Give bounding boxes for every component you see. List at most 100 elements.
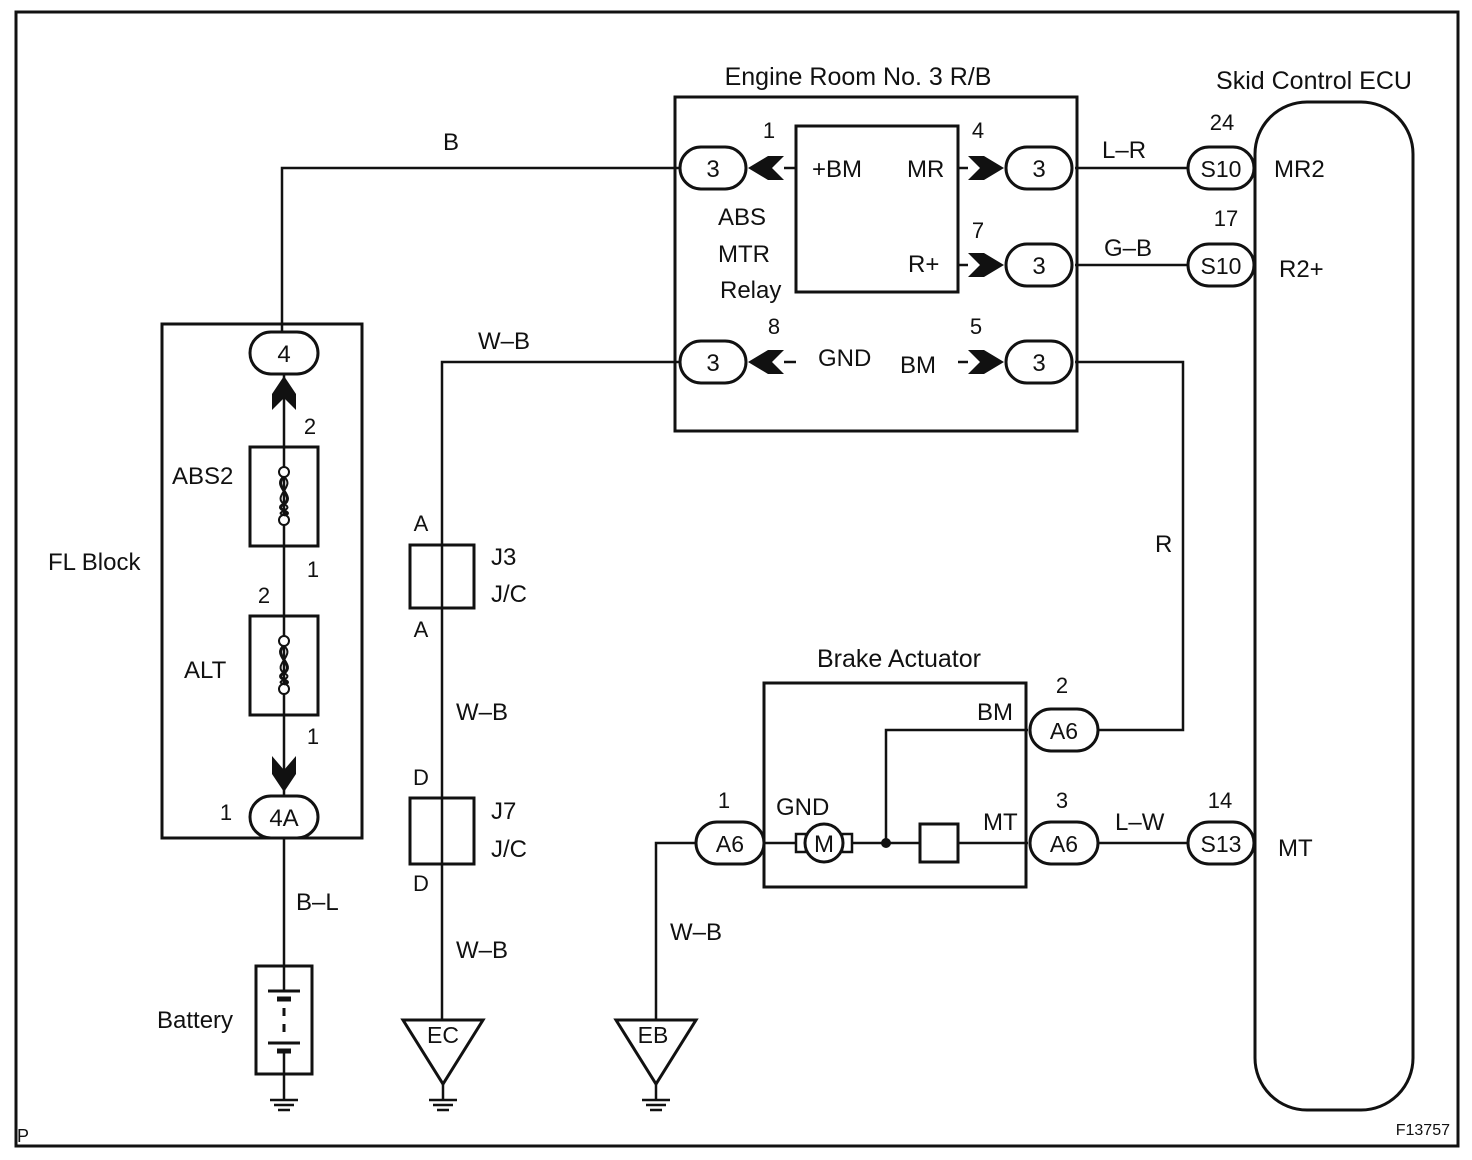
actuator-terminal-label: GND xyxy=(776,794,829,821)
fl-connector-4 xyxy=(248,330,320,376)
arrow-right-icon xyxy=(968,156,1004,180)
fl-block: FL Block 4 4A 1 ABS2 2 1 ALT 2 1 xyxy=(48,322,364,840)
j7-terminal: D xyxy=(413,871,429,896)
j3-terminal: A xyxy=(414,617,429,642)
actuator-pin-number: 3 xyxy=(1056,788,1068,813)
actuator-bm-line xyxy=(884,728,1028,843)
fuse-element-icon xyxy=(279,645,289,685)
figure-id: F13757 xyxy=(1396,1122,1450,1139)
fuse-pin-number: 2 xyxy=(258,583,270,608)
wire-w-b-relay-ground xyxy=(440,360,680,545)
actuator-terminal-label: MT xyxy=(983,809,1018,836)
arrow-right-icon xyxy=(968,350,1004,374)
fuse-label: ALT xyxy=(184,657,227,684)
junction-j3: A A J3 J/C xyxy=(408,511,527,642)
ecu-pin-number: 24 xyxy=(1210,110,1234,135)
relay-name-line: MTR xyxy=(718,241,770,268)
motor-label: M xyxy=(814,831,834,858)
arrow-up-icon xyxy=(272,376,296,410)
jc-label: J/C xyxy=(491,836,527,863)
relay-pin-number: 5 xyxy=(970,314,982,339)
arrow-left-icon xyxy=(748,156,784,180)
actuator-connector-a6 xyxy=(1028,820,1100,866)
ground-point-label: EC xyxy=(427,1022,459,1048)
skid-control-ecu: Skid Control ECU S10 S10 S13 24 17 14 MR… xyxy=(1186,67,1415,1112)
actuator-pin-number: 1 xyxy=(718,788,730,813)
rb-connector-label: 3 xyxy=(1032,350,1045,377)
relay-pin-number: 1 xyxy=(763,118,775,143)
j7-label: J7 xyxy=(491,798,516,825)
wire-label: R xyxy=(1155,531,1172,558)
rb-connector-label: 3 xyxy=(1032,253,1045,280)
fuse-terminal xyxy=(278,635,290,647)
ground-point-triangle xyxy=(400,1018,486,1087)
fuse-terminal xyxy=(278,514,290,526)
ecu-connector-s10 xyxy=(1186,145,1256,191)
ecu-terminal-label: MR2 xyxy=(1274,156,1325,183)
ground-eb: EB xyxy=(613,1018,699,1112)
relay-pin-number: 8 xyxy=(768,314,780,339)
relay-terminal-label: R+ xyxy=(908,251,939,278)
actuator-connector-label: A6 xyxy=(716,831,744,857)
rb-connector-pin1 xyxy=(678,145,748,191)
actuator-title: Brake Actuator xyxy=(817,645,981,673)
wire-label: B–L xyxy=(296,889,339,916)
wire-label: B xyxy=(443,129,459,156)
wire-label: L–W xyxy=(1115,809,1165,836)
fl-connector-label: 4A xyxy=(269,805,298,832)
rb-connector-pin7 xyxy=(1004,242,1074,288)
actuator-connector-a6 xyxy=(694,820,766,866)
wire-w-b-actuator-ground xyxy=(654,841,698,1020)
relay-terminal-label: +BM xyxy=(812,156,862,183)
rb-connector-label: 3 xyxy=(706,156,719,183)
fuse-pin-number: 2 xyxy=(304,414,316,439)
junction-j7: D D J7 J/C xyxy=(408,765,527,896)
wire-label: W–B xyxy=(670,919,722,946)
brake-actuator: Brake Actuator M BM GND MT A6 A6 A6 2 1 … xyxy=(694,645,1100,889)
ecu-connector-s10 xyxy=(1186,242,1256,288)
ecu-pin-number: 17 xyxy=(1214,206,1238,231)
ecu-connector-s13 xyxy=(1186,820,1256,866)
fuse-pin-number: 1 xyxy=(307,724,319,749)
fl-block-outline xyxy=(160,322,364,840)
ground-point-triangle xyxy=(613,1018,699,1087)
rb-title: Engine Room No. 3 R/B xyxy=(725,63,992,91)
arrow-left-icon xyxy=(748,350,784,374)
battery: Battery xyxy=(157,964,314,1112)
jc-label: J/C xyxy=(491,581,527,608)
outer-frame xyxy=(14,10,1460,1148)
battery-label: Battery xyxy=(157,1007,233,1034)
arrow-right-icon xyxy=(968,253,1004,277)
fuse-terminal xyxy=(278,683,290,695)
ecu-connector-label: S10 xyxy=(1201,156,1242,182)
relay-terminal-label: MR xyxy=(907,156,944,183)
actuator-terminal-label: BM xyxy=(977,699,1013,726)
fuse-terminal xyxy=(278,466,290,478)
wire-label: W–B xyxy=(456,937,508,964)
fuse-alt xyxy=(248,614,320,717)
ecu-terminal-label: MT xyxy=(1278,835,1313,862)
junction-dot xyxy=(881,838,891,848)
fl-connector-label: 4 xyxy=(277,341,290,368)
rb-connector-pin8 xyxy=(678,339,748,385)
arrow-down-icon xyxy=(272,756,296,792)
relay-terminal-label: BM xyxy=(900,352,936,379)
motor-relay-box xyxy=(918,822,960,864)
wire-label: L–R xyxy=(1102,137,1146,164)
wire-b xyxy=(280,166,680,332)
actuator-connector-a6 xyxy=(1028,707,1100,753)
ground-point-label: EB xyxy=(638,1022,669,1048)
ecu-pin-number: 14 xyxy=(1208,788,1232,813)
rb-outline xyxy=(673,95,1079,433)
actuator-connector-label: A6 xyxy=(1050,831,1078,857)
j3-label: J3 xyxy=(491,544,516,571)
fuse-abs2 xyxy=(248,445,320,548)
wire-r xyxy=(1075,360,1185,732)
ecu-outline xyxy=(1253,100,1415,1112)
ecu-title: Skid Control ECU xyxy=(1216,67,1412,95)
rb-connector-pin4 xyxy=(1004,145,1074,191)
wires xyxy=(280,166,1188,1100)
ground-ec: EC xyxy=(400,1018,486,1112)
rb-connector-label: 3 xyxy=(1032,156,1045,183)
